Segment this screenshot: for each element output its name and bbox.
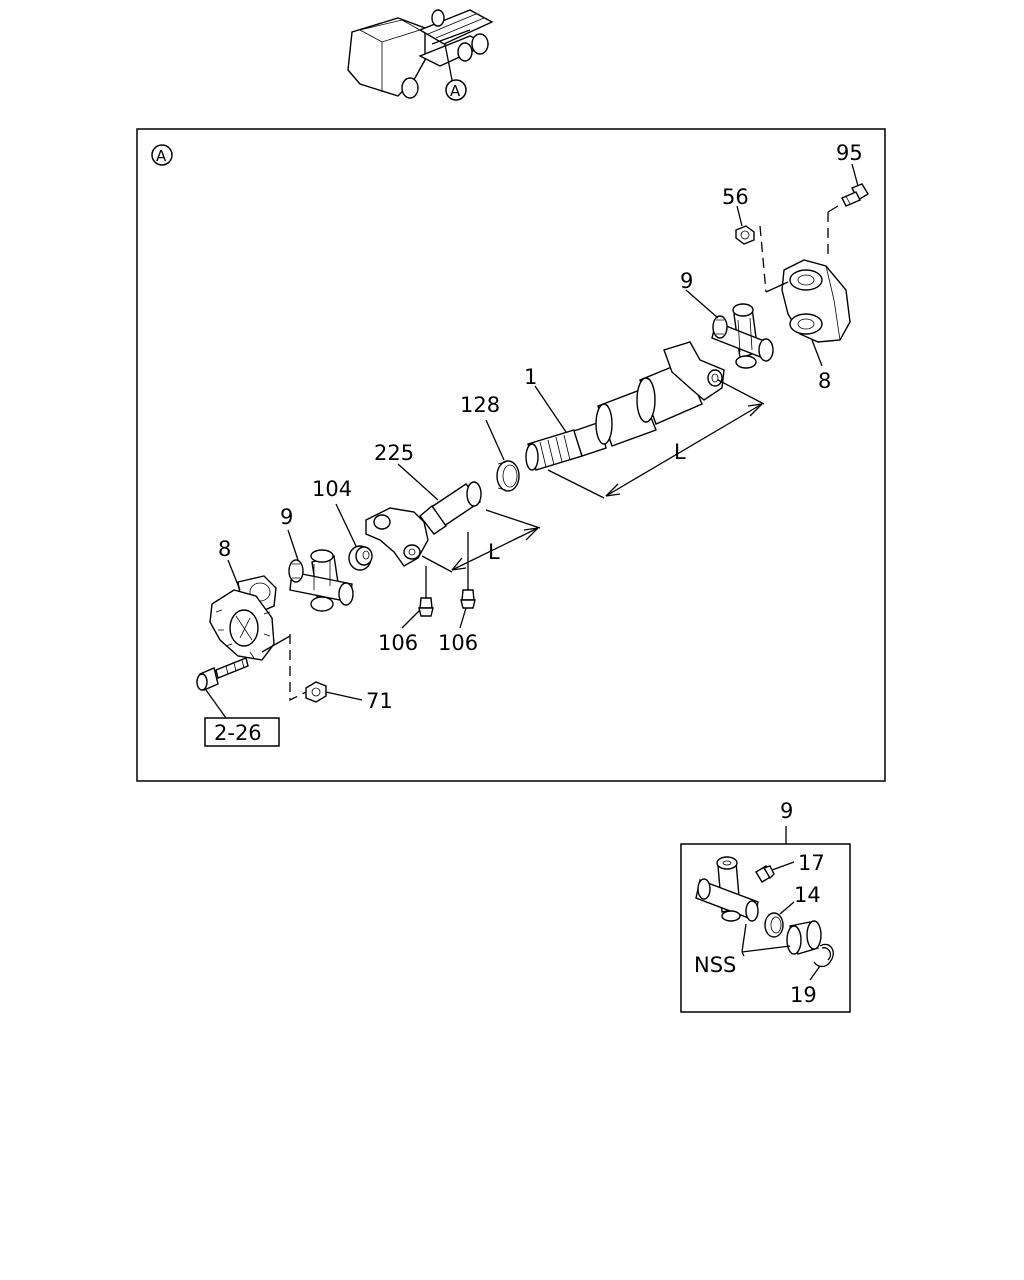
flange-yoke-left [209,575,277,661]
reference-box-label: 2-26 [214,721,262,745]
callout-flange-yoke-right: 8 [818,369,831,393]
flange-yoke-right [781,259,851,343]
alignment-line-top-a [759,225,767,293]
alignment-line-bottom-b [261,635,291,653]
bearing-cup [786,920,822,955]
bolt-left [196,657,249,691]
alignment-line-top-b [765,281,789,293]
detail-seal-label: 14 [794,883,821,907]
universal-joint-right [711,303,774,369]
alignment-line-bottom [289,634,307,702]
detail-nss-label: NSS [694,953,736,977]
view-marker-label-top: A [450,82,461,100]
callout-shaft: 1 [524,365,537,389]
detail-grease-nipple: 17 [798,851,825,875]
nut-top [735,225,755,245]
length-dimension-short: L [421,509,541,573]
detail-frame [680,843,851,1013]
length-label-short: L [488,540,500,564]
callout-joint-left: 9 [280,505,293,529]
callout-flange-yoke-left: 8 [218,537,231,561]
callout-grease-fitting-b: 106 [438,631,478,655]
grease-fitting-b [460,532,476,609]
callout-seal: 128 [460,393,500,417]
view-marker-circle-top [445,79,467,101]
leader-lines [205,163,859,719]
callout-bolt-top: 95 [836,141,863,165]
bolt-top [841,183,869,207]
universal-joint-left [288,549,354,612]
slip-yoke [365,481,482,567]
reference-box [204,717,280,747]
cross-body [695,856,759,922]
truck-location-thumbnail: A [347,9,494,101]
main-diagram-frame [136,128,886,782]
snap-ring [813,943,834,968]
callout-nut-top: 56 [722,185,749,209]
view-marker-circle [151,144,173,166]
callout-dust-cap: 104 [312,477,352,501]
dust-cap [348,545,373,571]
grease-nipple [755,865,775,883]
seal-ring [496,460,520,492]
propeller-shaft-tube [525,341,725,471]
callout-joint-right: 9 [680,269,693,293]
detail-snap-ring-label: 19 [790,983,817,1007]
view-marker-label: A [156,147,167,165]
length-label-long: L [674,440,686,464]
length-dimension-long: L [547,379,765,499]
alignment-line-top-d [827,205,839,213]
detail-inset: 9 17 14 [680,799,851,1013]
detail-seal [764,912,784,938]
grease-fitting-a [418,566,434,617]
callout-nut-bottom: 71 [366,689,393,713]
nut-bottom [305,681,327,703]
callout-slip-yoke: 225 [374,441,414,465]
callout-grease-fitting-a: 106 [378,631,418,655]
detail-title: 9 [780,799,793,823]
